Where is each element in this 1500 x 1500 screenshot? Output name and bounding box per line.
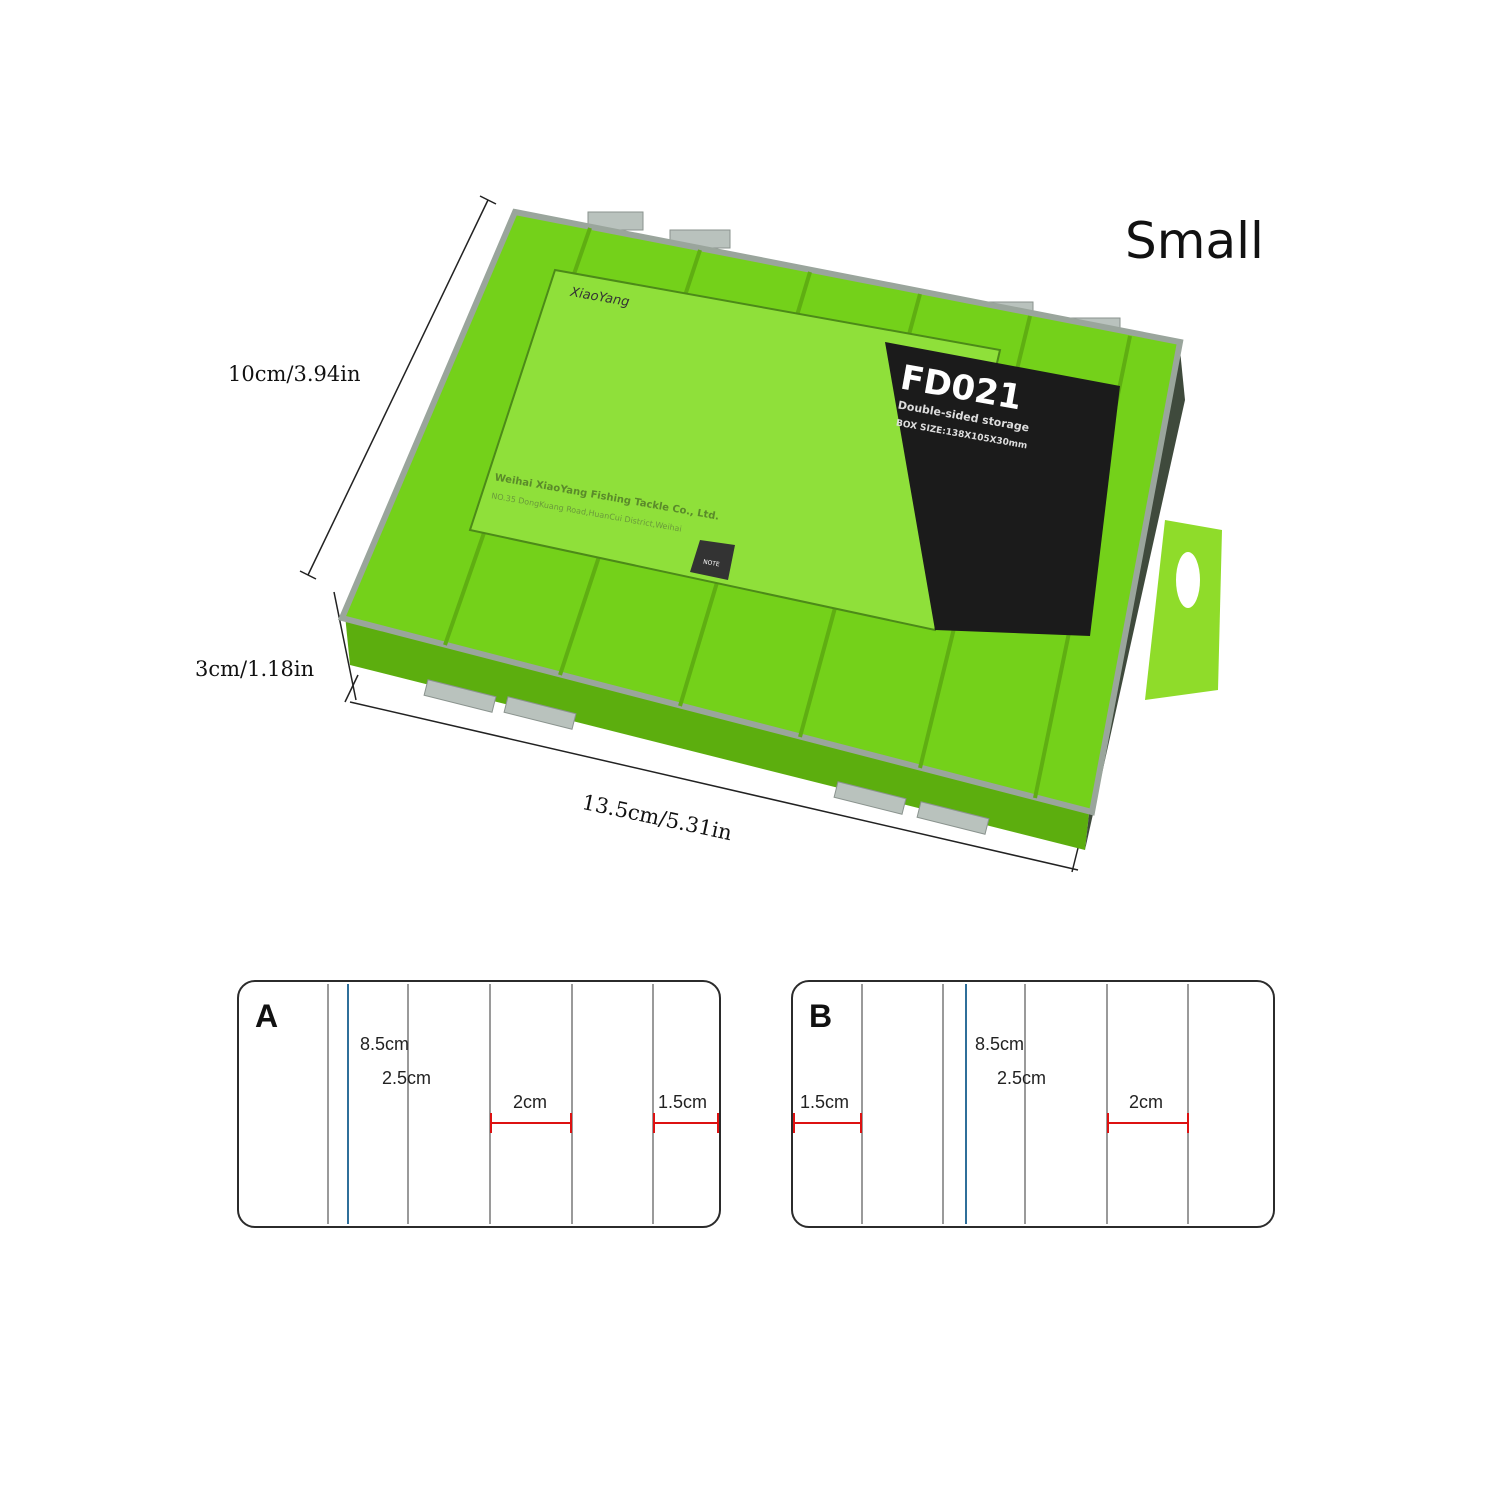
diagram-letter: B — [809, 998, 833, 1034]
box-base — [345, 615, 1090, 850]
divider-line — [652, 984, 654, 1224]
clip — [833, 781, 907, 815]
divider-line — [347, 984, 349, 1224]
medium-compartment-label: 2cm — [513, 1092, 548, 1112]
measure-bar — [1107, 1113, 1189, 1133]
large-compartment-label: 2.5cm — [382, 1068, 432, 1088]
divider-line — [1106, 984, 1108, 1224]
measure-bar — [653, 1113, 719, 1133]
length-dimension-line-tick — [344, 674, 359, 703]
divider-line — [327, 984, 329, 1224]
clip — [503, 696, 577, 730]
measure-bar — [490, 1113, 572, 1133]
divider-line — [861, 984, 863, 1224]
small-compartment-label: 1.5cm — [800, 1092, 850, 1112]
label-dark-panel — [885, 342, 1120, 636]
width-dimension-line — [307, 199, 489, 576]
divider-line — [571, 984, 573, 1224]
total-length-label: 8.5cm — [975, 1034, 1025, 1054]
diagram-letter: A — [255, 998, 279, 1034]
warning-icon — [690, 540, 735, 580]
clip — [423, 679, 497, 713]
large-compartment-label: 2.5cm — [997, 1068, 1047, 1088]
size-title: Small — [1125, 212, 1264, 270]
total-length-label: 8.5cm — [360, 1034, 410, 1054]
height-dimension-line — [333, 591, 357, 701]
measure-bar — [793, 1113, 862, 1133]
compartment-diagram-a: A 8.5cm 2.5cm 2cm 1.5cm — [237, 980, 721, 1228]
divider-line — [965, 984, 967, 1224]
dimension-lines — [299, 195, 1081, 873]
length-dimension-line — [349, 701, 1079, 871]
medium-compartment-label: 2cm — [1129, 1092, 1164, 1112]
clip — [916, 801, 990, 835]
divider-line — [942, 984, 944, 1224]
divider-line — [1187, 984, 1189, 1224]
divider-line — [489, 984, 491, 1224]
width-label: 10cm/3.94in — [228, 362, 361, 386]
divider-line — [407, 984, 409, 1224]
hanging-tab — [1145, 520, 1222, 700]
hanging-hole — [1176, 552, 1200, 608]
product-photo — [299, 195, 1222, 873]
small-compartment-label: 1.5cm — [658, 1092, 708, 1112]
height-label: 3cm/1.18in — [195, 657, 315, 681]
compartment-diagram-b: B 8.5cm 2.5cm 2cm 1.5cm — [791, 980, 1275, 1228]
divider-line — [1024, 984, 1026, 1224]
